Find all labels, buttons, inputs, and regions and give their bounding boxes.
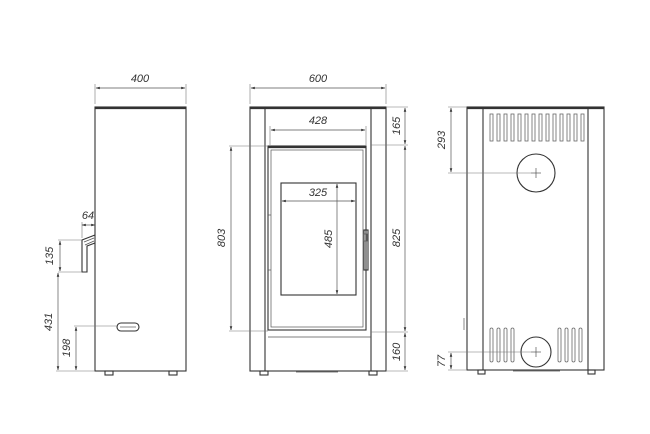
front-foot-right (368, 370, 378, 376)
side-body-outline (94, 106, 187, 372)
door-height-label: 803 (216, 228, 228, 247)
side-foot-front (104, 370, 114, 376)
back-view: 293 77 (436, 106, 605, 375)
top-offset-label: 165 (391, 116, 403, 135)
front-foot-left (259, 370, 269, 376)
front-door-handle (363, 229, 369, 271)
handle-height-label: 135 (44, 246, 56, 265)
air-inlet-height-label: 77 (436, 354, 448, 367)
ash-handle-height-label: 198 (61, 338, 73, 357)
flue-height-label: 293 (436, 130, 448, 150)
side-view: 400 64 135 431 198 (43, 73, 187, 376)
door-handle-profile (81, 234, 96, 273)
bottom-offset-label: 160 (391, 342, 403, 361)
glass-height-label: 485 (323, 229, 335, 248)
front-width-label: 600 (309, 73, 328, 85)
handle-depth-label: 64 (82, 210, 94, 222)
bottom-vent-slots-left (489, 327, 515, 363)
top-vent-slots (489, 113, 585, 142)
glass-width-label: 325 (309, 187, 328, 199)
front-view: 600 428 325 485 803 165 825 160 (216, 73, 408, 376)
door-inner-frame (270, 149, 364, 328)
back-foot-right (587, 369, 596, 375)
handle-base-height-label: 431 (43, 313, 55, 331)
door-width-label: 428 (309, 115, 328, 127)
ash-drawer-handle (116, 322, 140, 332)
bottom-vent-slots-right (557, 327, 583, 363)
back-body-outline (466, 106, 605, 371)
door-glass (280, 182, 357, 296)
door-frame (267, 145, 367, 331)
back-foot-left (477, 369, 486, 375)
door-frame-height-label: 825 (391, 228, 403, 247)
side-width-label: 400 (131, 73, 150, 85)
side-foot-back (168, 370, 178, 376)
